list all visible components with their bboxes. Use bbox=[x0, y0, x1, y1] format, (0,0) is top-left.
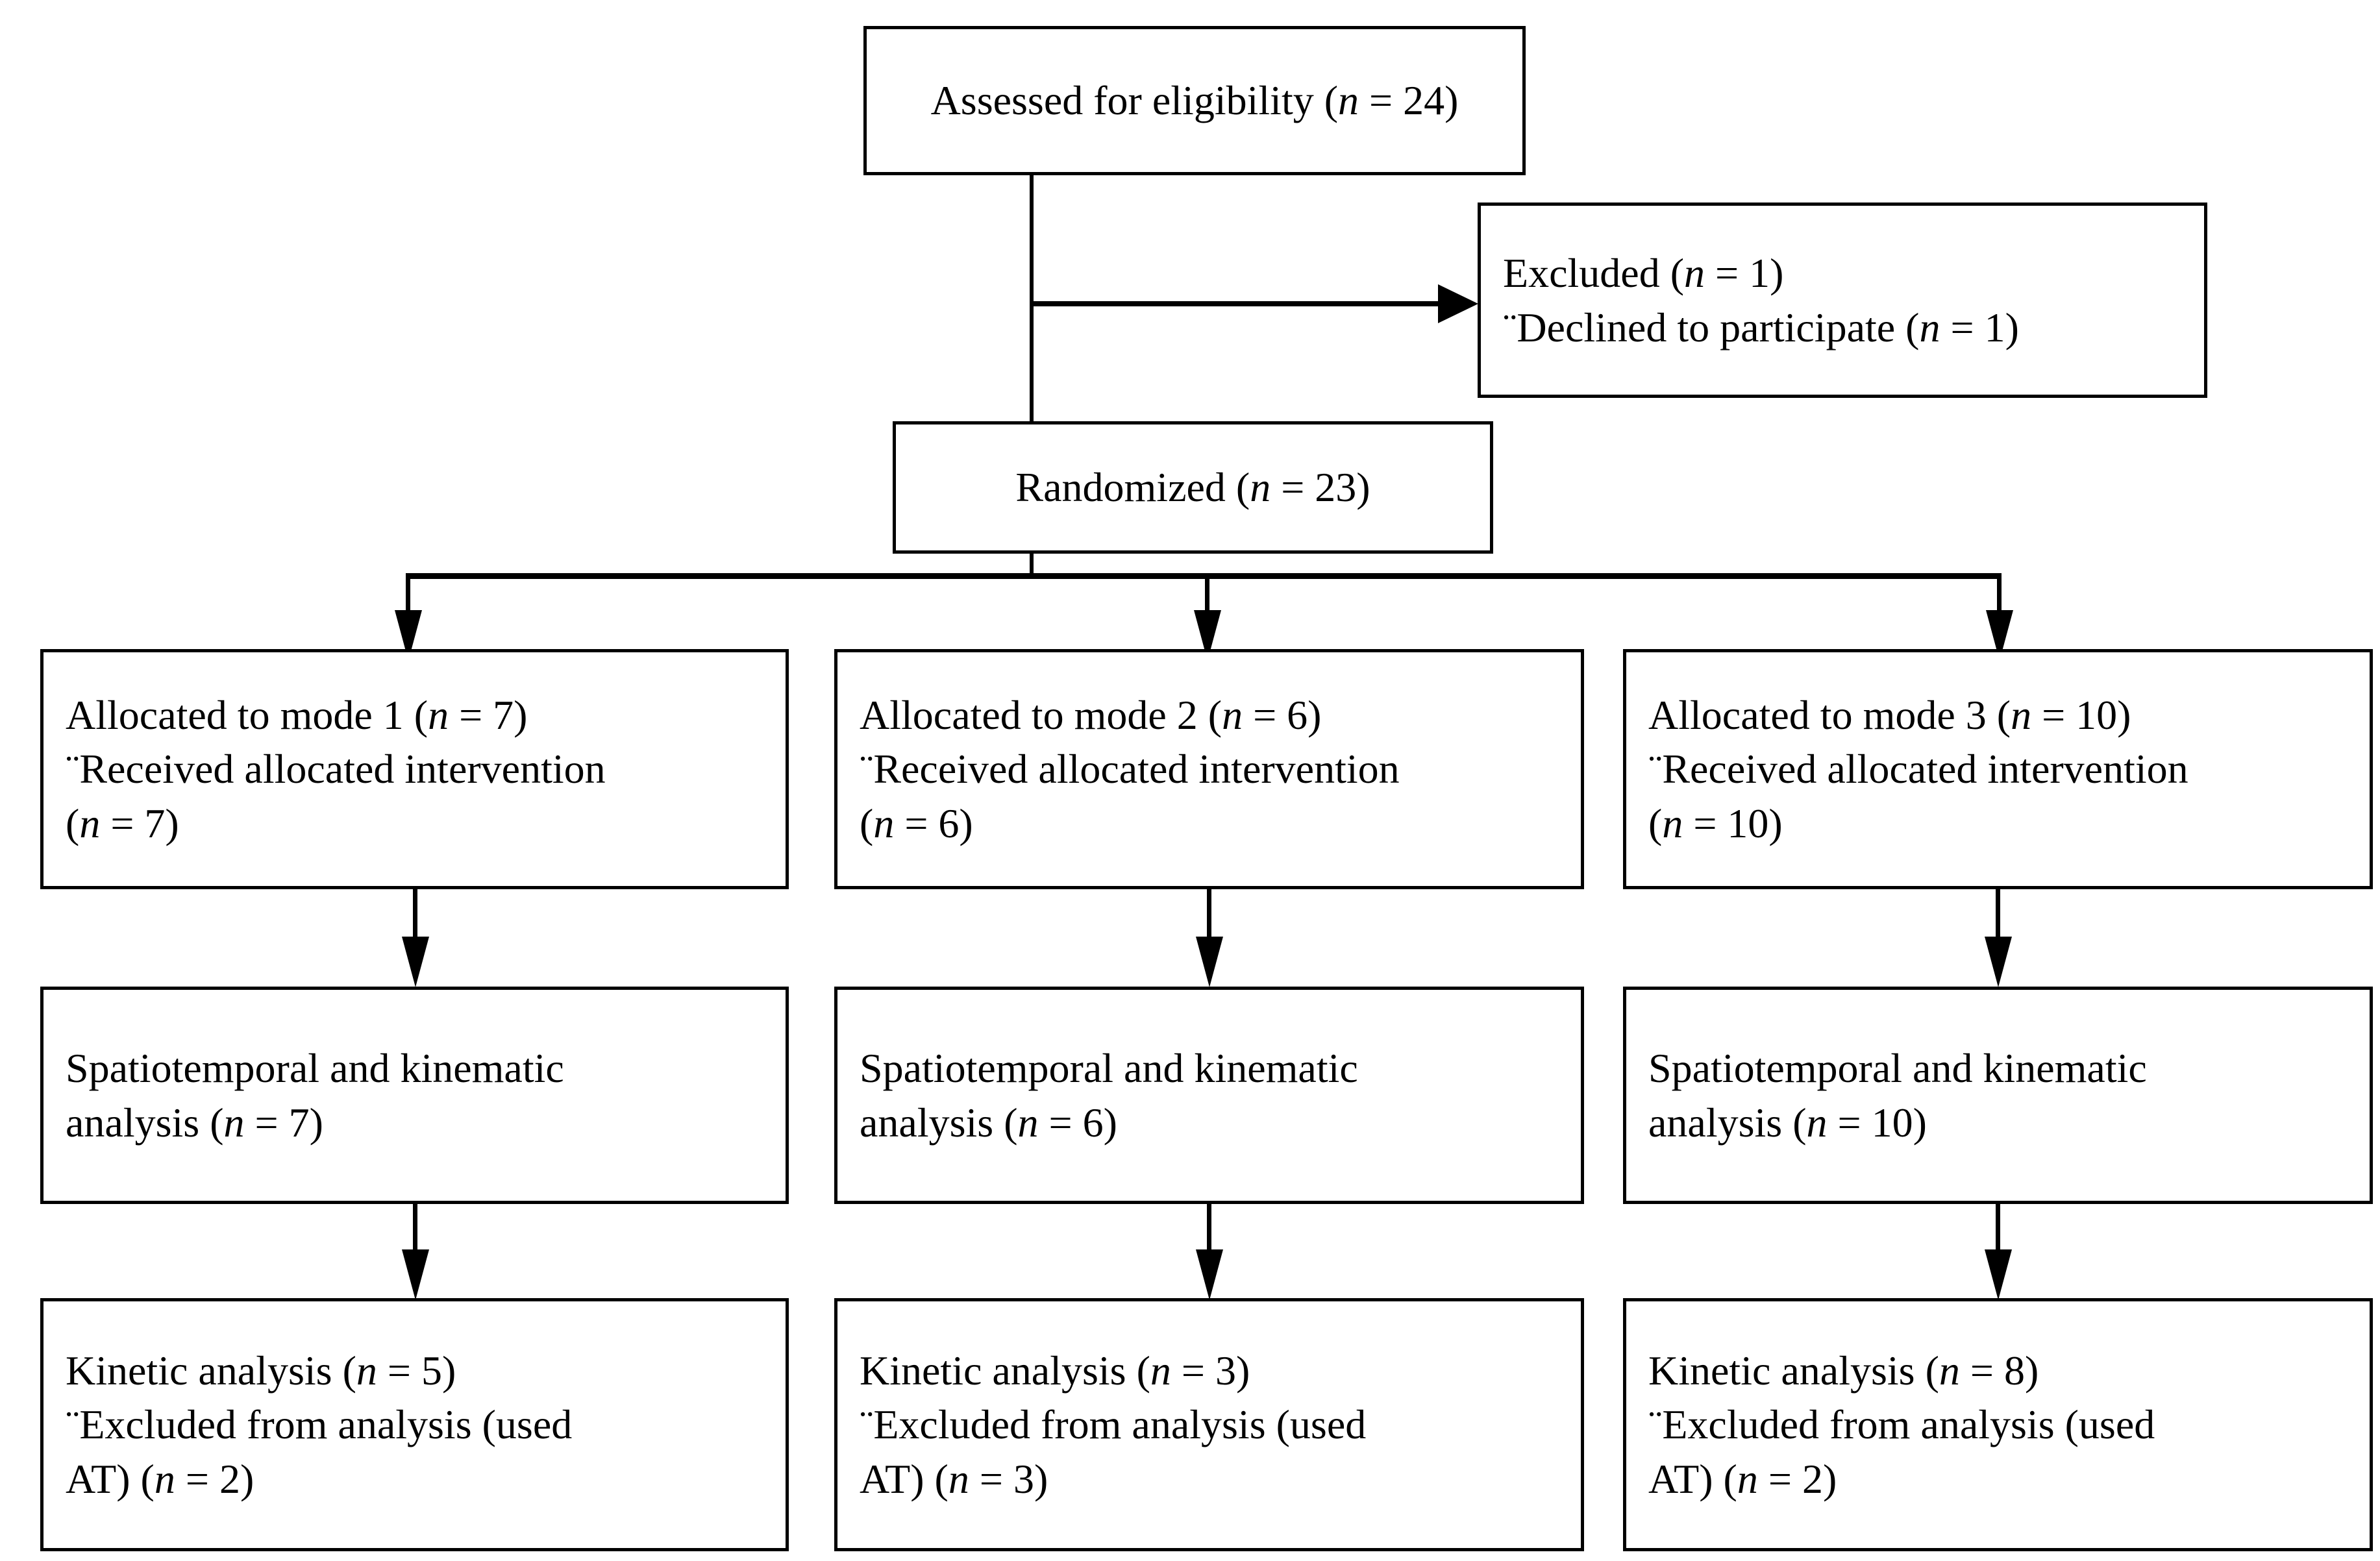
node-allocated-mode-1: Allocated to mode 1 (n = 7) ¨Received al… bbox=[40, 649, 789, 889]
node-allocated-mode-3: Allocated to mode 3 (n = 10) ¨Received a… bbox=[1623, 649, 2373, 889]
node-spatiotemporal-mode-2: Spatiotemporal and kinematic analysis (n… bbox=[834, 987, 1584, 1204]
node-line: Spatiotemporal and kinematic bbox=[1648, 1045, 2147, 1092]
node-line: Allocated to mode 1 (n = 7) bbox=[66, 692, 528, 739]
arrowhead-spatiotemporal-1 bbox=[402, 937, 429, 987]
node-line: analysis (n = 10) bbox=[1648, 1099, 1927, 1146]
node-line: Spatiotemporal and kinematic bbox=[860, 1045, 1358, 1092]
node-line: analysis (n = 6) bbox=[860, 1099, 1117, 1146]
node-line: ¨Received allocated intervention bbox=[1648, 746, 2188, 793]
connector-spatiotemporal-2-to-kinetic-2 bbox=[1207, 1204, 1211, 1264]
connector-excluded-horizontal bbox=[1032, 301, 1441, 306]
node-kinetic-mode-3: Kinetic analysis (n = 8) ¨Excluded from … bbox=[1623, 1298, 2373, 1551]
node-line: (n = 6) bbox=[860, 800, 973, 846]
node-line: Randomized (n = 23) bbox=[1015, 464, 1370, 511]
node-assessed-for-eligibility: Assessed for eligibility (n = 24) bbox=[863, 26, 1526, 175]
node-kinetic-mode-2: Kinetic analysis (n = 3) ¨Excluded from … bbox=[834, 1298, 1584, 1551]
arrowhead-kinetic-1 bbox=[402, 1249, 429, 1300]
node-line: ¨Excluded from analysis (used bbox=[66, 1401, 573, 1448]
node-randomized: Randomized (n = 23) bbox=[893, 421, 1493, 554]
arrowhead-spatiotemporal-3 bbox=[1985, 937, 2012, 987]
node-line: AT) (n = 2) bbox=[66, 1455, 254, 1502]
node-spatiotemporal-mode-1: Spatiotemporal and kinematic analysis (n… bbox=[40, 987, 789, 1204]
node-line: Allocated to mode 2 (n = 6) bbox=[860, 692, 1322, 739]
node-line: AT) (n = 2) bbox=[1648, 1455, 1837, 1502]
node-line: Spatiotemporal and kinematic bbox=[66, 1045, 564, 1092]
connector-allocated-3-to-spatiotemporal-3 bbox=[1996, 889, 2000, 949]
connector-allocated-1-to-spatiotemporal-1 bbox=[413, 889, 417, 949]
node-line: (n = 10) bbox=[1648, 800, 1783, 846]
connector-allocated-2-to-spatiotemporal-2 bbox=[1207, 889, 1211, 949]
connector-bus-to-mode-1 bbox=[406, 573, 410, 628]
connector-allocation-bus bbox=[406, 573, 2002, 579]
node-kinetic-mode-1: Kinetic analysis (n = 5) ¨Excluded from … bbox=[40, 1298, 789, 1551]
node-line: ¨Excluded from analysis (used bbox=[860, 1401, 1367, 1448]
node-line: ¨Received allocated intervention bbox=[860, 746, 1400, 793]
connector-spatiotemporal-3-to-kinetic-3 bbox=[1996, 1204, 2000, 1264]
node-excluded: Excluded (n = 1) ¨Declined to participat… bbox=[1478, 203, 2207, 398]
node-allocated-mode-2: Allocated to mode 2 (n = 6) ¨Received al… bbox=[834, 649, 1584, 889]
connector-randomized-to-bus bbox=[1030, 554, 1034, 577]
node-line: AT) (n = 3) bbox=[860, 1455, 1048, 1502]
arrowhead-spatiotemporal-2 bbox=[1196, 937, 1223, 987]
connector-bus-to-mode-3 bbox=[1997, 573, 2002, 628]
node-line: Excluded (n = 1) bbox=[1503, 250, 1784, 297]
node-line: ¨Received allocated intervention bbox=[66, 746, 606, 793]
node-line: Assessed for eligibility (n = 24) bbox=[930, 77, 1459, 124]
node-line: analysis (n = 7) bbox=[66, 1099, 323, 1146]
node-line: ¨Excluded from analysis (used bbox=[1648, 1401, 2155, 1448]
node-line: Kinetic analysis (n = 5) bbox=[66, 1347, 456, 1394]
arrowhead-excluded bbox=[1438, 284, 1478, 323]
node-line: Allocated to mode 3 (n = 10) bbox=[1648, 692, 2131, 739]
connector-spatiotemporal-1-to-kinetic-1 bbox=[413, 1204, 417, 1264]
node-spatiotemporal-mode-3: Spatiotemporal and kinematic analysis (n… bbox=[1623, 987, 2373, 1204]
node-line: (n = 7) bbox=[66, 800, 179, 846]
node-line: ¨Declined to participate (n = 1) bbox=[1503, 304, 2019, 350]
node-line: Kinetic analysis (n = 8) bbox=[1648, 1347, 2039, 1394]
arrowhead-kinetic-3 bbox=[1985, 1249, 2012, 1300]
connector-assessed-to-randomized bbox=[1030, 175, 1034, 421]
arrowhead-kinetic-2 bbox=[1196, 1249, 1223, 1300]
connector-bus-to-mode-2 bbox=[1205, 573, 1209, 628]
node-line: Kinetic analysis (n = 3) bbox=[860, 1347, 1250, 1394]
